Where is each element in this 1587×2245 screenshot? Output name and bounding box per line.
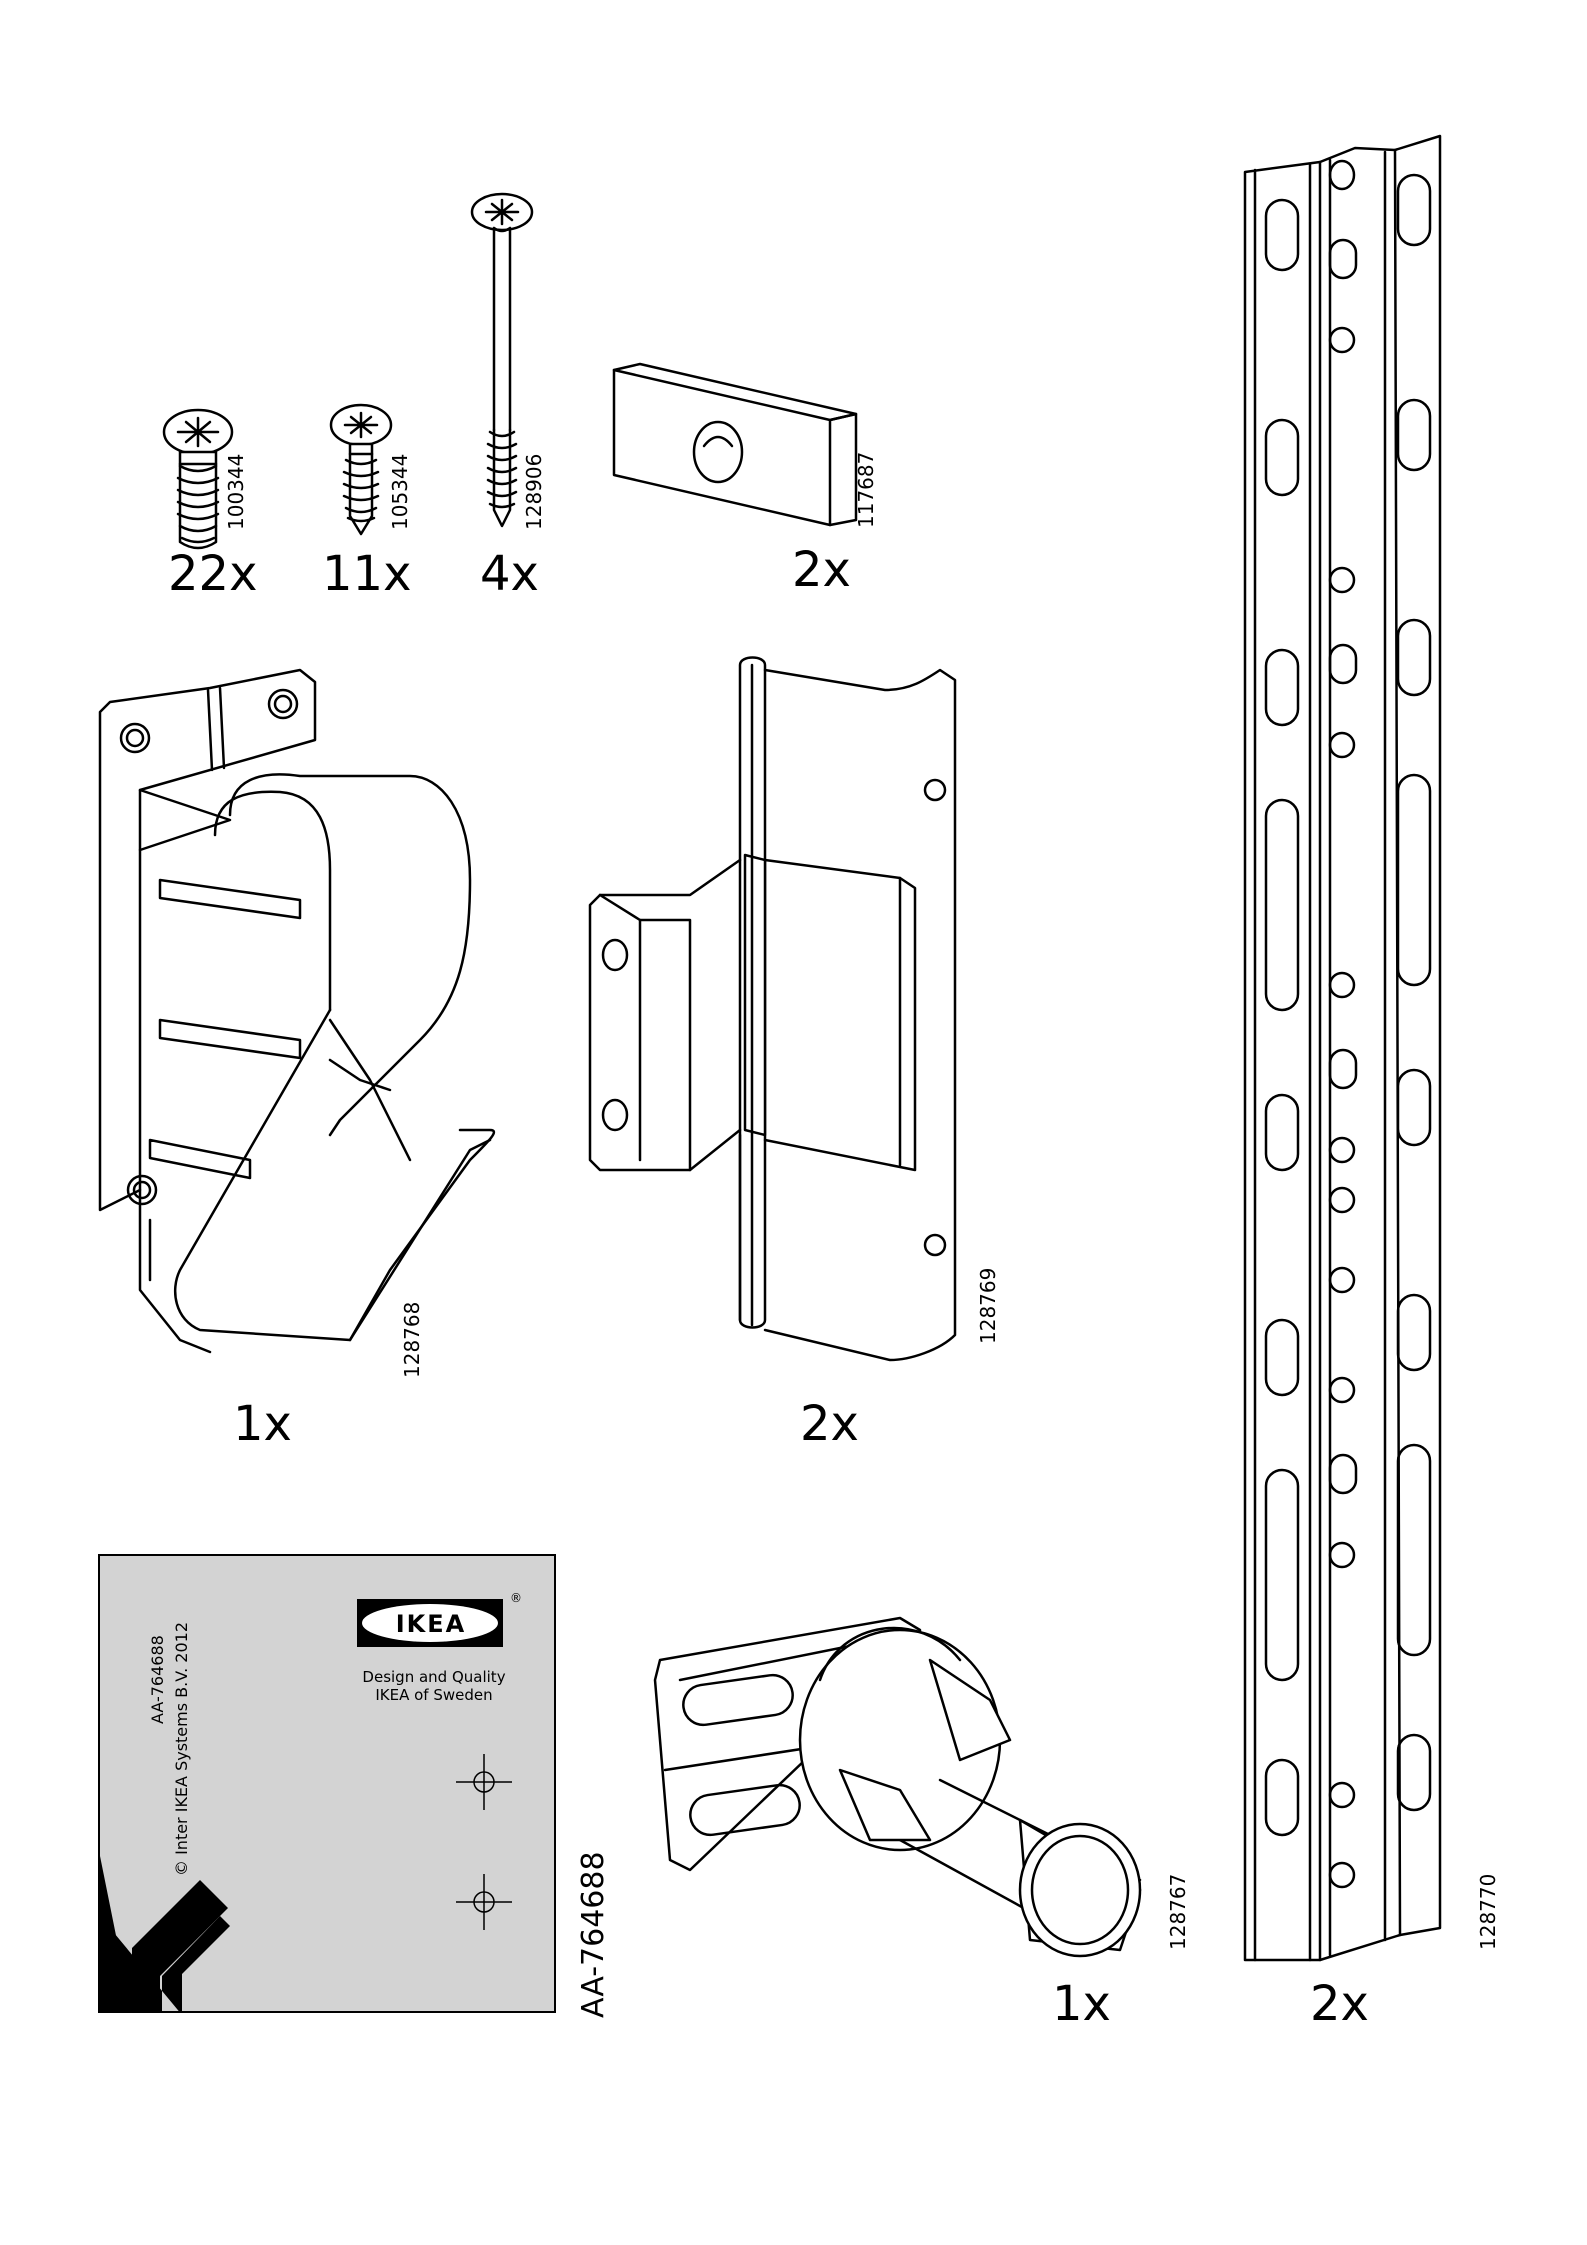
- part-number-128906: 128906: [524, 454, 544, 530]
- qty-bracket-128768: 1x: [233, 1400, 292, 1448]
- rail-128770-drawing: [1245, 136, 1440, 1960]
- part-number-128767: 128767: [1168, 1874, 1188, 1950]
- hinge-128769-drawing: [590, 658, 955, 1361]
- qty-hinge-128769: 2x: [800, 1400, 859, 1448]
- spacer-117687-drawing: [614, 364, 856, 525]
- crosshair-icon: [456, 1754, 512, 1810]
- part-number-128769: 128769: [978, 1268, 998, 1344]
- crosshair-icon: [456, 1874, 512, 1930]
- part-number-105344: 105344: [390, 454, 410, 530]
- qty-screw-128906: 4x: [480, 550, 539, 598]
- qty-screw-100344: 22x: [168, 550, 257, 598]
- part-number-100344: 100344: [226, 454, 246, 530]
- qty-screw-105344: 11x: [322, 550, 411, 598]
- doc-number-side: AA-764688: [576, 1851, 611, 2018]
- bracket-128768-drawing: [100, 670, 494, 1352]
- part-number-117687: 117687: [856, 452, 876, 528]
- screw-100344-drawing: [164, 410, 232, 548]
- qty-spacer-117687: 2x: [792, 546, 851, 594]
- qty-tube-holder-128767: 1x: [1052, 1980, 1111, 2028]
- ikea-info-card: AA-764688 © Inter IKEA Systems B.V. 2012…: [98, 1554, 556, 2013]
- tube-holder-128767-drawing: [655, 1618, 1140, 1956]
- qty-rail-128770: 2x: [1310, 1980, 1369, 2028]
- part-number-128770: 128770: [1478, 1874, 1498, 1950]
- screw-105344-drawing: [331, 405, 391, 534]
- part-number-128768: 128768: [402, 1302, 422, 1378]
- card-graphics: [100, 1556, 556, 2013]
